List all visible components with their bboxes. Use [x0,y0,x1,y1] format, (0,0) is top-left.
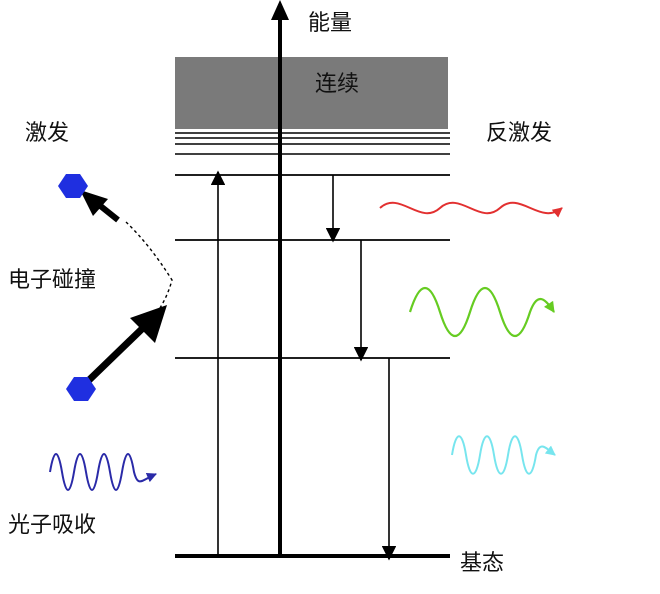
continuum-label: 连续 [315,72,359,97]
emitted-photon-cyan [451,435,556,475]
ground-state-label: 基态 [460,551,504,576]
photon-absorption-label: 光子吸收 [8,513,96,538]
absorbed-photon-wave [49,453,157,491]
emitted-photon-red [379,201,563,218]
outgoing-electron-arrowhead [80,190,108,216]
electron-scatter-path [125,221,173,309]
electron-collision-label: 电子碰撞 [8,268,96,293]
energy-axis-arrowhead [271,0,289,20]
energy-label: 能量 [308,11,352,36]
continuum-band [175,57,448,129]
outgoing-electron-arrow-shaft [96,201,120,223]
incoming-electron-arrow-shaft [83,323,148,386]
incident-electron [66,377,96,401]
dense-upper-levels [175,132,450,155]
incoming-electron-arrowhead [130,305,167,343]
excitation-label: 激发 [25,121,69,146]
scattered-electron [58,174,88,198]
emitted-photon-green [408,287,555,337]
de-excitation-label: 反激发 [486,121,552,146]
